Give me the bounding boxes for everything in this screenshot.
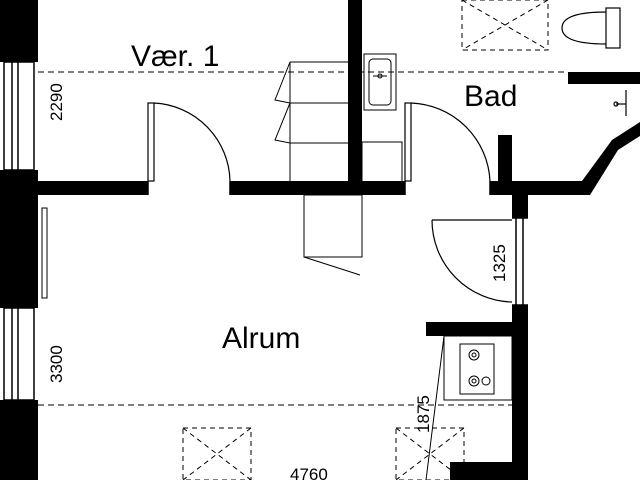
- dimension-kitchen-depth: 1875: [414, 395, 433, 433]
- exterior-wall-left: [0, 0, 38, 480]
- window-left-lower: [3, 307, 35, 401]
- bathroom-cabinet: [361, 141, 403, 183]
- dimension-door-width: 1325: [490, 244, 509, 282]
- door-bathroom: [404, 102, 491, 182]
- interior-wall-horizontal: [38, 122, 640, 195]
- dimension-living-width: 4760: [290, 465, 328, 480]
- roof-window-bathroom: [461, 0, 549, 51]
- dimension-room-1-depth: 2290: [47, 83, 66, 121]
- shower-fixture: [613, 90, 627, 116]
- dashed-lines: [38, 71, 568, 406]
- radiator: [41, 207, 48, 299]
- window-left-upper: [3, 61, 35, 171]
- roof-window-living: [182, 427, 252, 480]
- wardrobe: [274, 61, 348, 181]
- room-label-room-1: Vær. 1: [131, 40, 219, 73]
- room-label-living: Alrum: [222, 322, 300, 355]
- roof-window-kitchen: [395, 427, 465, 480]
- door-right: [431, 219, 513, 303]
- staircase: [303, 194, 363, 276]
- dimension-living-depth: 3300: [47, 345, 66, 383]
- toilet: [561, 7, 621, 49]
- interior-wall-vertical: [348, 0, 640, 480]
- room-label-bathroom: Bad: [464, 80, 517, 113]
- door-frames: [147, 181, 528, 306]
- sink: [363, 53, 397, 111]
- door-room-1: [147, 102, 231, 182]
- kitchen-counter: [425, 335, 513, 480]
